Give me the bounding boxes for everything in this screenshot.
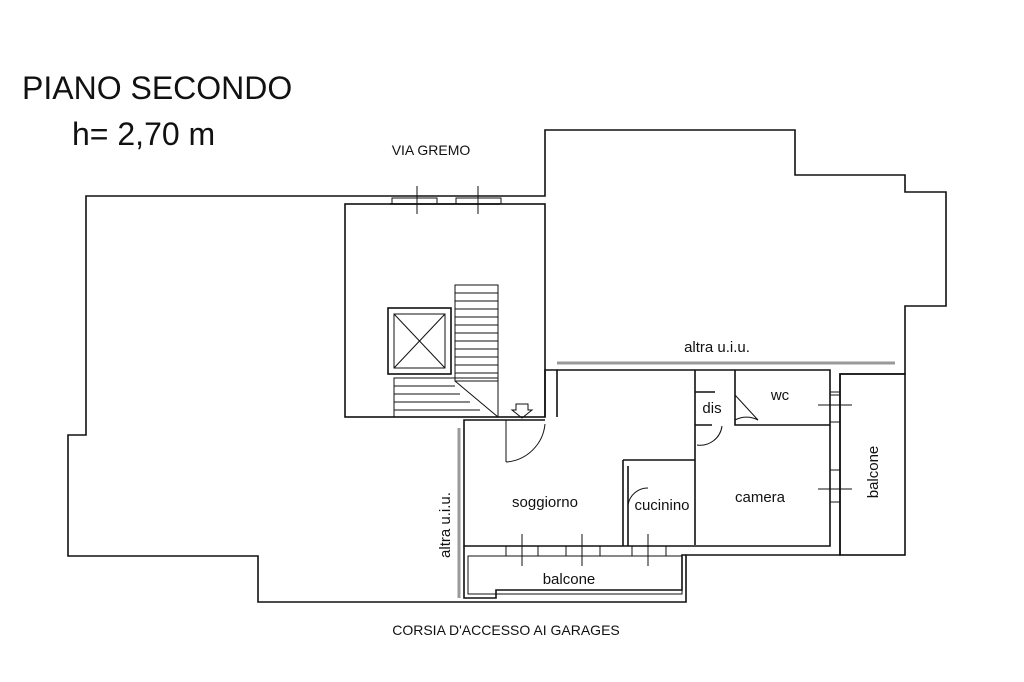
entrance-door [505, 420, 546, 463]
balcony-south-label: balcone [543, 571, 596, 588]
stair-treads-upper [455, 292, 498, 374]
south-windows [505, 534, 667, 566]
neighbor-top-label: altra u.i.u. [684, 339, 750, 356]
building-outline [67, 129, 947, 603]
street-north-label: VIA GREMO [392, 142, 471, 158]
room-living-label: soggiorno [512, 494, 578, 511]
north-windows [391, 186, 502, 214]
kitchen-door [627, 487, 649, 506]
room-hall-label: dis [702, 400, 721, 417]
east-balcony [830, 373, 906, 556]
street-south-label: CORSIA D'ACCESSO AI GARAGES [392, 622, 620, 638]
wc-door [734, 394, 759, 421]
stair-core [344, 203, 546, 418]
neighbor-left-label: altra u.i.u. [437, 492, 454, 558]
bedroom-door [696, 425, 723, 446]
room-bedroom-label: camera [735, 489, 786, 506]
room-wc-label: wc [770, 387, 790, 404]
plan-title: PIANO SECONDO [22, 70, 292, 106]
balcony-east-label: balcone [865, 446, 882, 499]
ceiling-height: h= 2,70 m [72, 116, 215, 152]
stair-treads-lower [394, 385, 480, 411]
east-windows [818, 391, 852, 503]
room-kitchenette-label: cucinino [634, 497, 689, 514]
entrance-arrow-icon [510, 403, 534, 419]
